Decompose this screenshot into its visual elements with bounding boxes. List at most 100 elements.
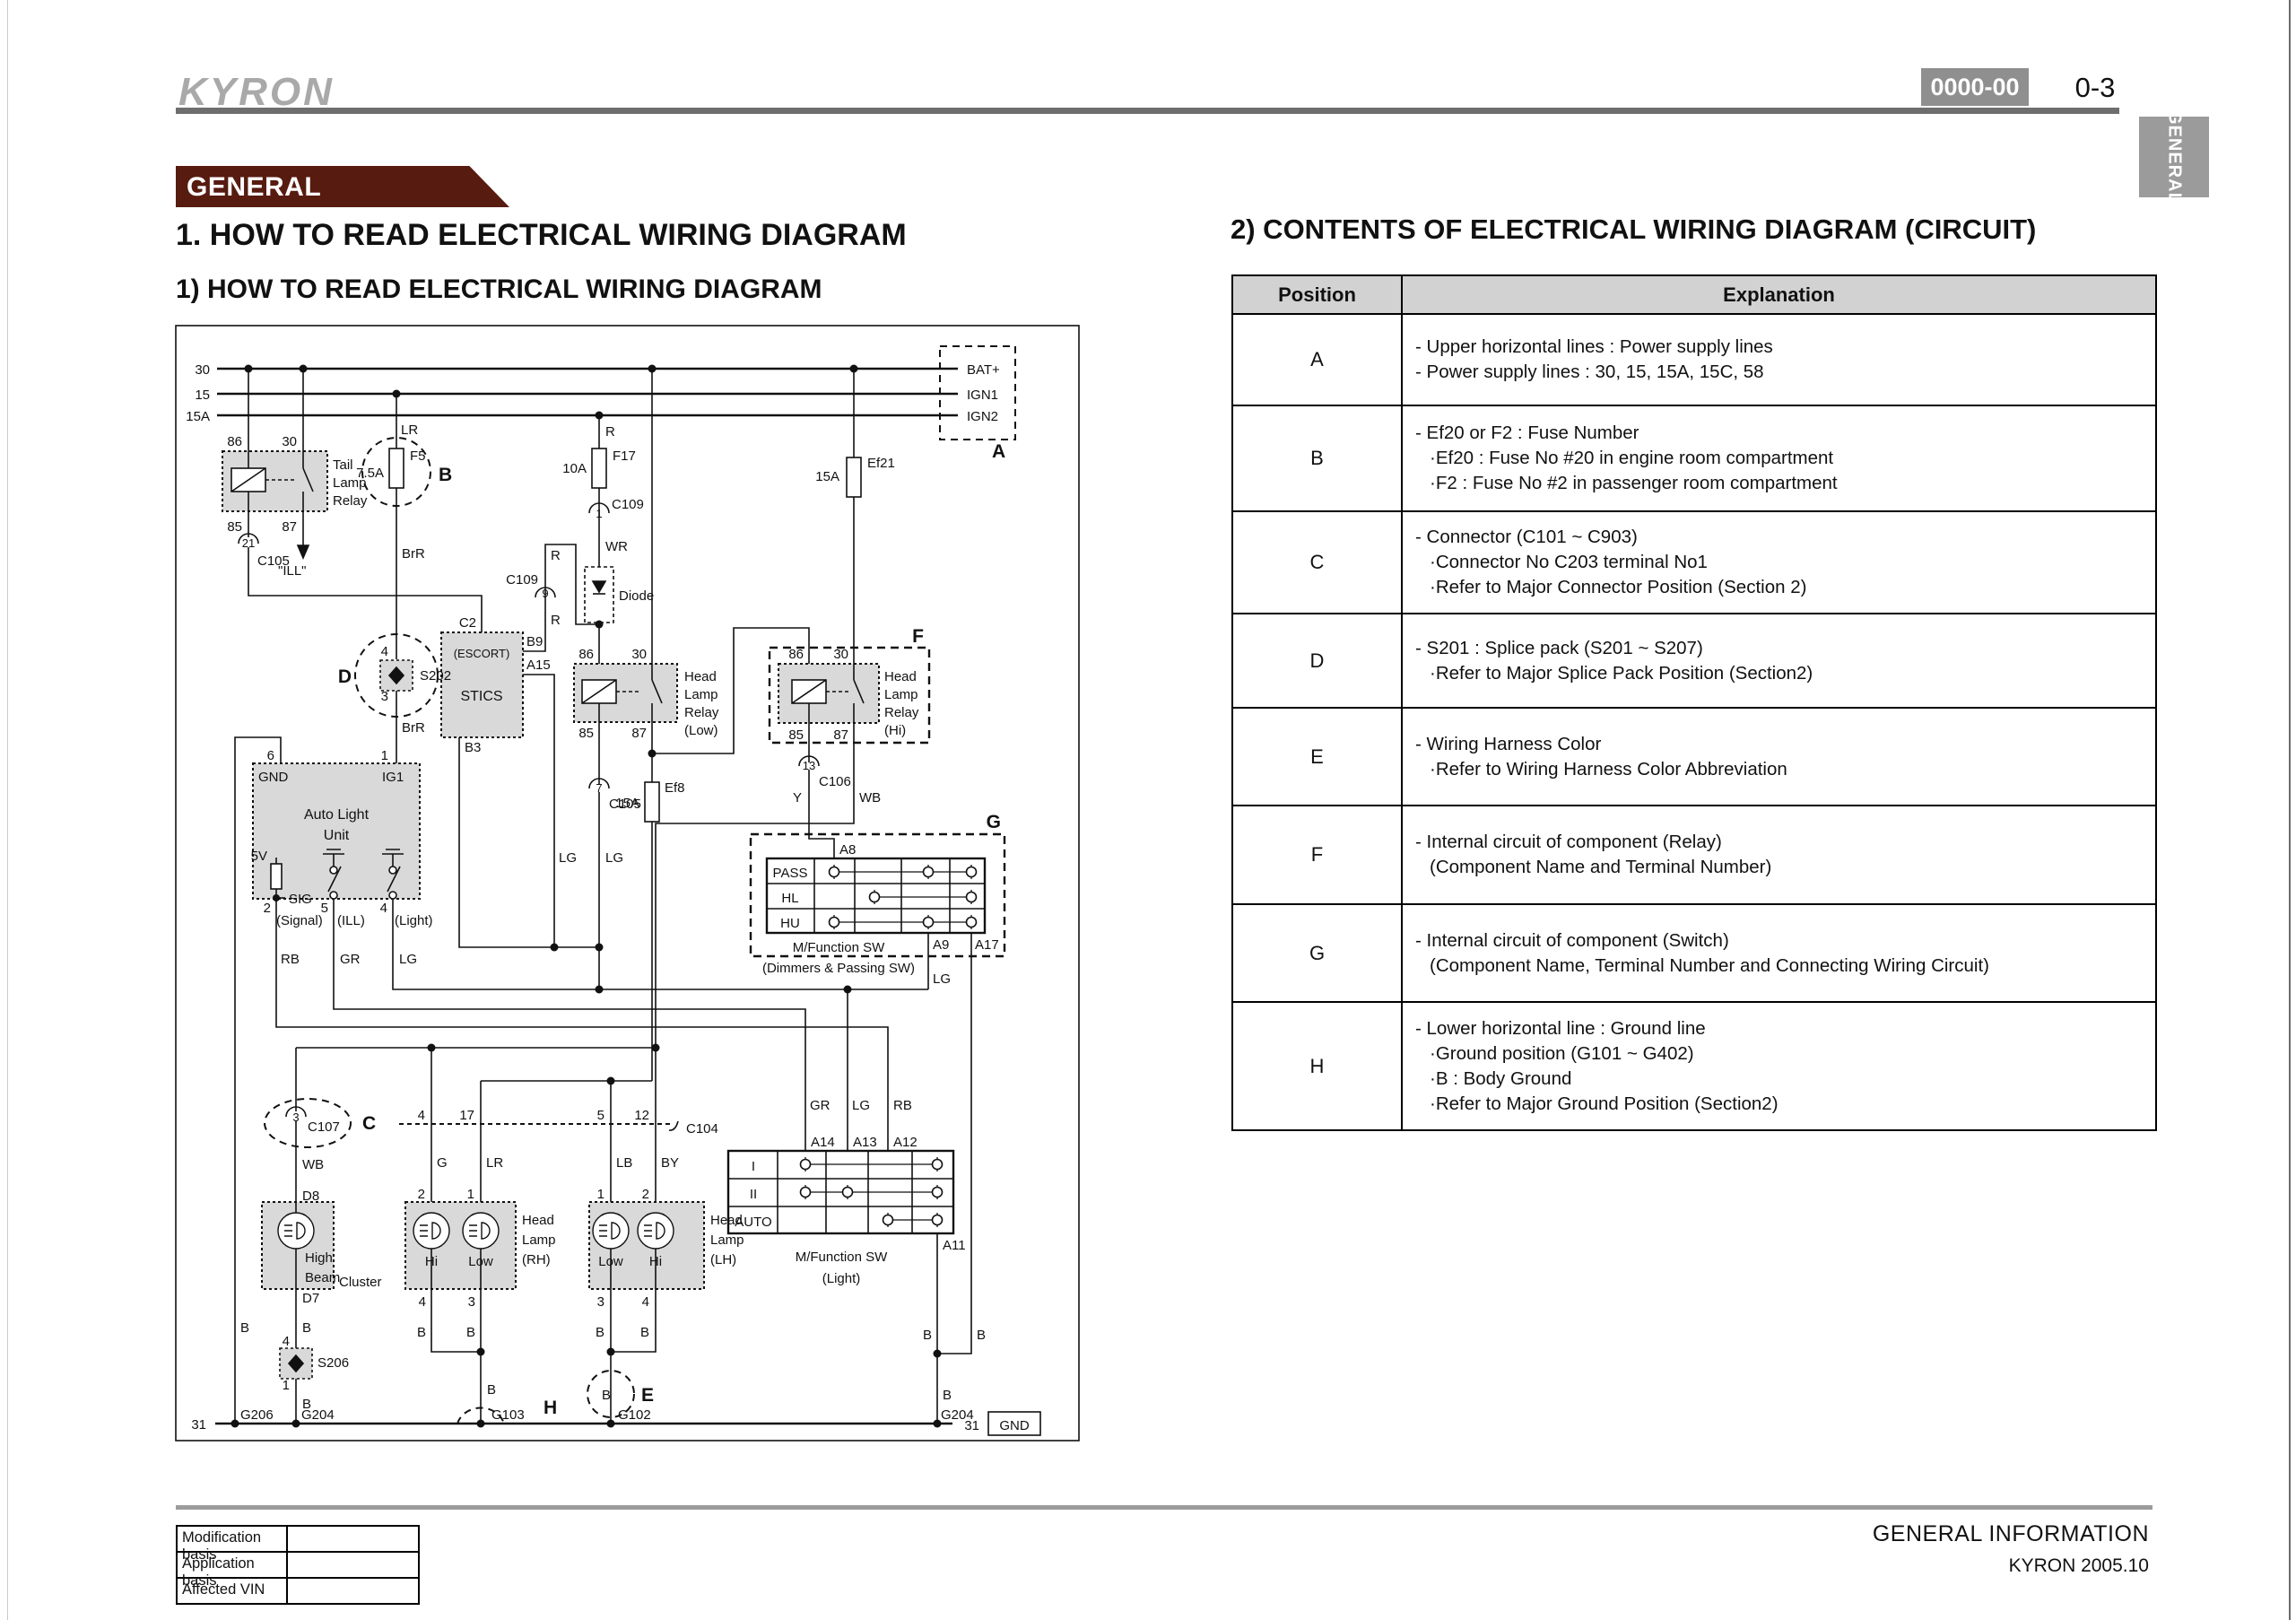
page-left-edge bbox=[7, 0, 8, 1620]
col-header-explanation: Explanation bbox=[1723, 283, 1835, 306]
wire-gr bbox=[333, 906, 806, 1151]
diagram-label: IG1 bbox=[382, 770, 404, 785]
diagram-label: 15 bbox=[195, 388, 210, 403]
diagram-label: AUTO bbox=[735, 1215, 771, 1230]
region-a: A bbox=[992, 441, 1005, 462]
diagram-label: C105 bbox=[257, 553, 290, 569]
diagram-label: F17 bbox=[613, 449, 636, 464]
diagram-label: A14 bbox=[811, 1135, 835, 1150]
diagram-label: LG bbox=[852, 1098, 870, 1113]
fuse-f17-diode bbox=[584, 415, 614, 664]
diagram-label: B9 bbox=[526, 634, 543, 649]
diagram-label: LG bbox=[559, 850, 577, 866]
footer-right: GENERAL INFORMATION KYRON 2005.10 bbox=[1704, 1521, 2149, 1577]
diagram-label: 5 bbox=[321, 901, 328, 916]
diagram-label: BrR bbox=[402, 546, 425, 562]
diagram-label: HU bbox=[780, 916, 800, 931]
diagram-label: C106 bbox=[819, 774, 851, 789]
explanation-line: - Power supply lines : 30, 15, 15A, 15C,… bbox=[1415, 361, 1764, 382]
diagram-label: Beam bbox=[305, 1270, 340, 1285]
diagram-label: 2 bbox=[642, 1187, 649, 1202]
diagram-label: (Light) bbox=[822, 1271, 861, 1286]
diagram-label: G204 bbox=[941, 1407, 974, 1423]
diagram-label: 1 bbox=[467, 1187, 474, 1202]
cluster bbox=[261, 1201, 335, 1424]
diagram-label: WB bbox=[302, 1157, 324, 1172]
explanation-cell: - Lower horizontal line : Ground line·Gr… bbox=[1403, 1003, 2155, 1129]
junction-dots bbox=[230, 364, 942, 1428]
position-cell: G bbox=[1233, 905, 1403, 1001]
diagram-label: (Low) bbox=[684, 723, 718, 738]
diagram-label: GND bbox=[999, 1418, 1030, 1433]
row-value bbox=[288, 1527, 418, 1551]
diagram-label: IGN1 bbox=[967, 388, 998, 403]
diagram-label: R bbox=[551, 613, 561, 628]
diagram-label: 86 bbox=[788, 647, 804, 662]
table-row-c: C- Connector (C101 ~ C903)·Connector No … bbox=[1233, 512, 2155, 614]
diagram-label: G206 bbox=[240, 1407, 274, 1423]
diagram-label: A9 bbox=[933, 937, 949, 953]
table-row: Application basis bbox=[178, 1553, 418, 1589]
diagram-label: 85 bbox=[788, 727, 804, 743]
diagram-label: 1 bbox=[596, 507, 602, 520]
diagram-label: D7 bbox=[302, 1291, 319, 1306]
diagram-label: 15A bbox=[615, 796, 639, 811]
head-lamp-relay-low bbox=[573, 369, 678, 723]
diagram-label: D8 bbox=[302, 1189, 319, 1204]
explanation-cell: - S201 : Splice pack (S201 ~ S207) ·Refer… bbox=[1403, 614, 2155, 707]
explanation-line: - Upper horizontal lines : Power supply … bbox=[1415, 336, 1773, 357]
explanation-line: - Internal circuit of component (Relay) bbox=[1415, 832, 1722, 852]
explanation-line: ·Refer to Major Splice Pack Position (Se… bbox=[1430, 662, 1813, 684]
diagram-label: C105 bbox=[609, 797, 641, 812]
explanation-line: ·Connector No C203 terminal No1 bbox=[1430, 552, 1708, 572]
diagram-label: Diode bbox=[619, 588, 654, 604]
wire-wb bbox=[655, 723, 855, 1124]
wire-rb bbox=[275, 906, 889, 1151]
diagram-label: I bbox=[752, 1159, 755, 1174]
diagram-label: LR bbox=[486, 1155, 503, 1171]
side-tab-general[interactable]: GENERAL bbox=[2139, 110, 2209, 204]
supply-label-box bbox=[939, 345, 1016, 440]
diagram-label: Relay bbox=[884, 705, 919, 720]
diagram-label: A17 bbox=[975, 937, 999, 953]
footer-divider bbox=[176, 1505, 2152, 1510]
diagram-label: A11 bbox=[943, 1238, 966, 1253]
explanation-line: - S201 : Splice pack (S201 ~ S207) bbox=[1415, 637, 1703, 658]
diagram-label: 3 bbox=[468, 1294, 475, 1310]
diagram-label: IGN2 bbox=[967, 409, 998, 424]
diagram-label: 3 bbox=[292, 1110, 299, 1124]
diagram-label: LB bbox=[616, 1155, 632, 1171]
diagram-label: Head bbox=[684, 669, 717, 684]
diagram-label: M/Function SW bbox=[793, 940, 885, 955]
diagram-label: A12 bbox=[893, 1135, 918, 1150]
fuse-f5 bbox=[361, 394, 431, 659]
diagram-label: (Signal) bbox=[276, 913, 323, 928]
row-value bbox=[288, 1553, 418, 1577]
region-h: H bbox=[544, 1398, 557, 1418]
fuse-ef21 bbox=[846, 369, 862, 680]
diagram-label: F5 bbox=[410, 449, 426, 464]
explanation-line: (Component Name, Terminal Number and Con… bbox=[1430, 954, 1989, 976]
table-row-e: E- Wiring Harness Color·Refer to Wiring … bbox=[1233, 709, 2155, 806]
diagram-label: (Light) bbox=[395, 913, 433, 928]
diagram-label: (ILL) bbox=[337, 913, 365, 928]
footer-model-date: KYRON 2005.10 bbox=[2008, 1555, 2149, 1576]
diagram-label: B bbox=[466, 1325, 475, 1340]
position-cell: C bbox=[1233, 512, 1403, 613]
diagram-label: LG bbox=[399, 952, 417, 967]
diagram-label: 85 bbox=[227, 519, 242, 535]
diagram-label: (RH) bbox=[522, 1252, 551, 1267]
explanation-line: - Ef20 or F2 : Fuse Number bbox=[1415, 422, 1639, 443]
diagram-label: BrR bbox=[402, 720, 425, 736]
diagram-label: Head bbox=[710, 1213, 743, 1228]
diagram-label: 30 bbox=[195, 362, 210, 378]
explanation-cell: - Ef20 or F2 : Fuse Number·Ef20 : Fuse N… bbox=[1403, 406, 2155, 510]
region-e: E bbox=[641, 1385, 654, 1406]
diagram-label: Ef21 bbox=[867, 456, 895, 471]
power-supply-lines bbox=[217, 367, 958, 417]
diagram-label: 6 bbox=[267, 748, 274, 763]
diagram-label: Y bbox=[793, 790, 802, 806]
explanation-line: (Component Name and Terminal Number) bbox=[1430, 857, 1772, 877]
table-row-f: F- Internal circuit of component (Relay)… bbox=[1233, 806, 2155, 905]
